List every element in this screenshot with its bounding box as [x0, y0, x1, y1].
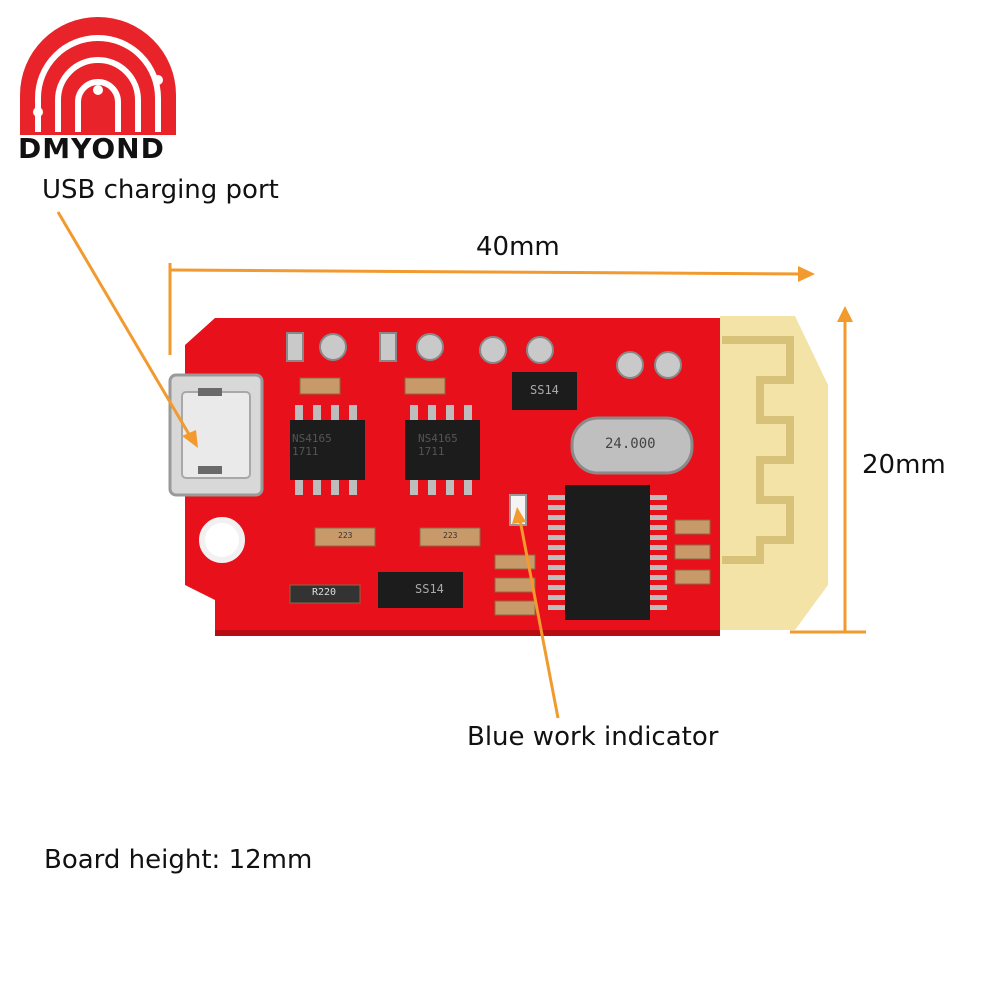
dimension-height	[790, 312, 866, 634]
cap-marking-1: 223	[338, 531, 353, 540]
antenna-trace	[722, 336, 794, 564]
pointer-led	[518, 519, 560, 719]
mounting-hole	[199, 517, 245, 563]
amp-chip-1-date: 1711	[292, 445, 319, 458]
crystal	[570, 416, 694, 475]
pcb-shadow	[215, 630, 720, 636]
amp-chip-2-date: 1711	[418, 445, 445, 458]
usb-port-label: USB charging port	[42, 175, 279, 205]
width-label: 40mm	[476, 232, 560, 262]
bluetooth-chip	[548, 485, 667, 620]
amp-chip-2	[405, 420, 480, 480]
amp-chip-2-text: NS4165	[418, 432, 458, 445]
amp-chip-2-marking: NS4165 1711	[418, 432, 458, 458]
solder-pads	[286, 332, 682, 379]
cap-marking-2: 223	[443, 531, 458, 540]
diode-top-marking: SS14	[530, 383, 559, 397]
indicator-label: Blue work indicator	[467, 722, 719, 752]
antenna-area	[720, 316, 828, 630]
smd-components	[289, 377, 711, 616]
amp-chip-1-text: NS4165	[292, 432, 332, 445]
usb-port	[168, 373, 264, 497]
amp-chip-1	[290, 420, 365, 480]
board-height-label: Board height: 12mm	[44, 845, 313, 875]
brand-name: DMYOND	[18, 132, 165, 165]
diode-top	[512, 372, 577, 410]
amp-chip-1-marking: NS4165 1711	[292, 432, 332, 458]
diode-bottom	[378, 572, 463, 608]
crystal-marking: 24.000	[605, 436, 656, 452]
height-label: 20mm	[862, 450, 946, 480]
dimension-width	[168, 263, 811, 355]
pointer-usb	[56, 211, 192, 437]
arrowhead-right	[798, 266, 815, 282]
diode-bottom-marking: SS14	[415, 582, 444, 596]
resistor-marking: R220	[312, 587, 337, 598]
arrowhead-up	[837, 306, 853, 322]
